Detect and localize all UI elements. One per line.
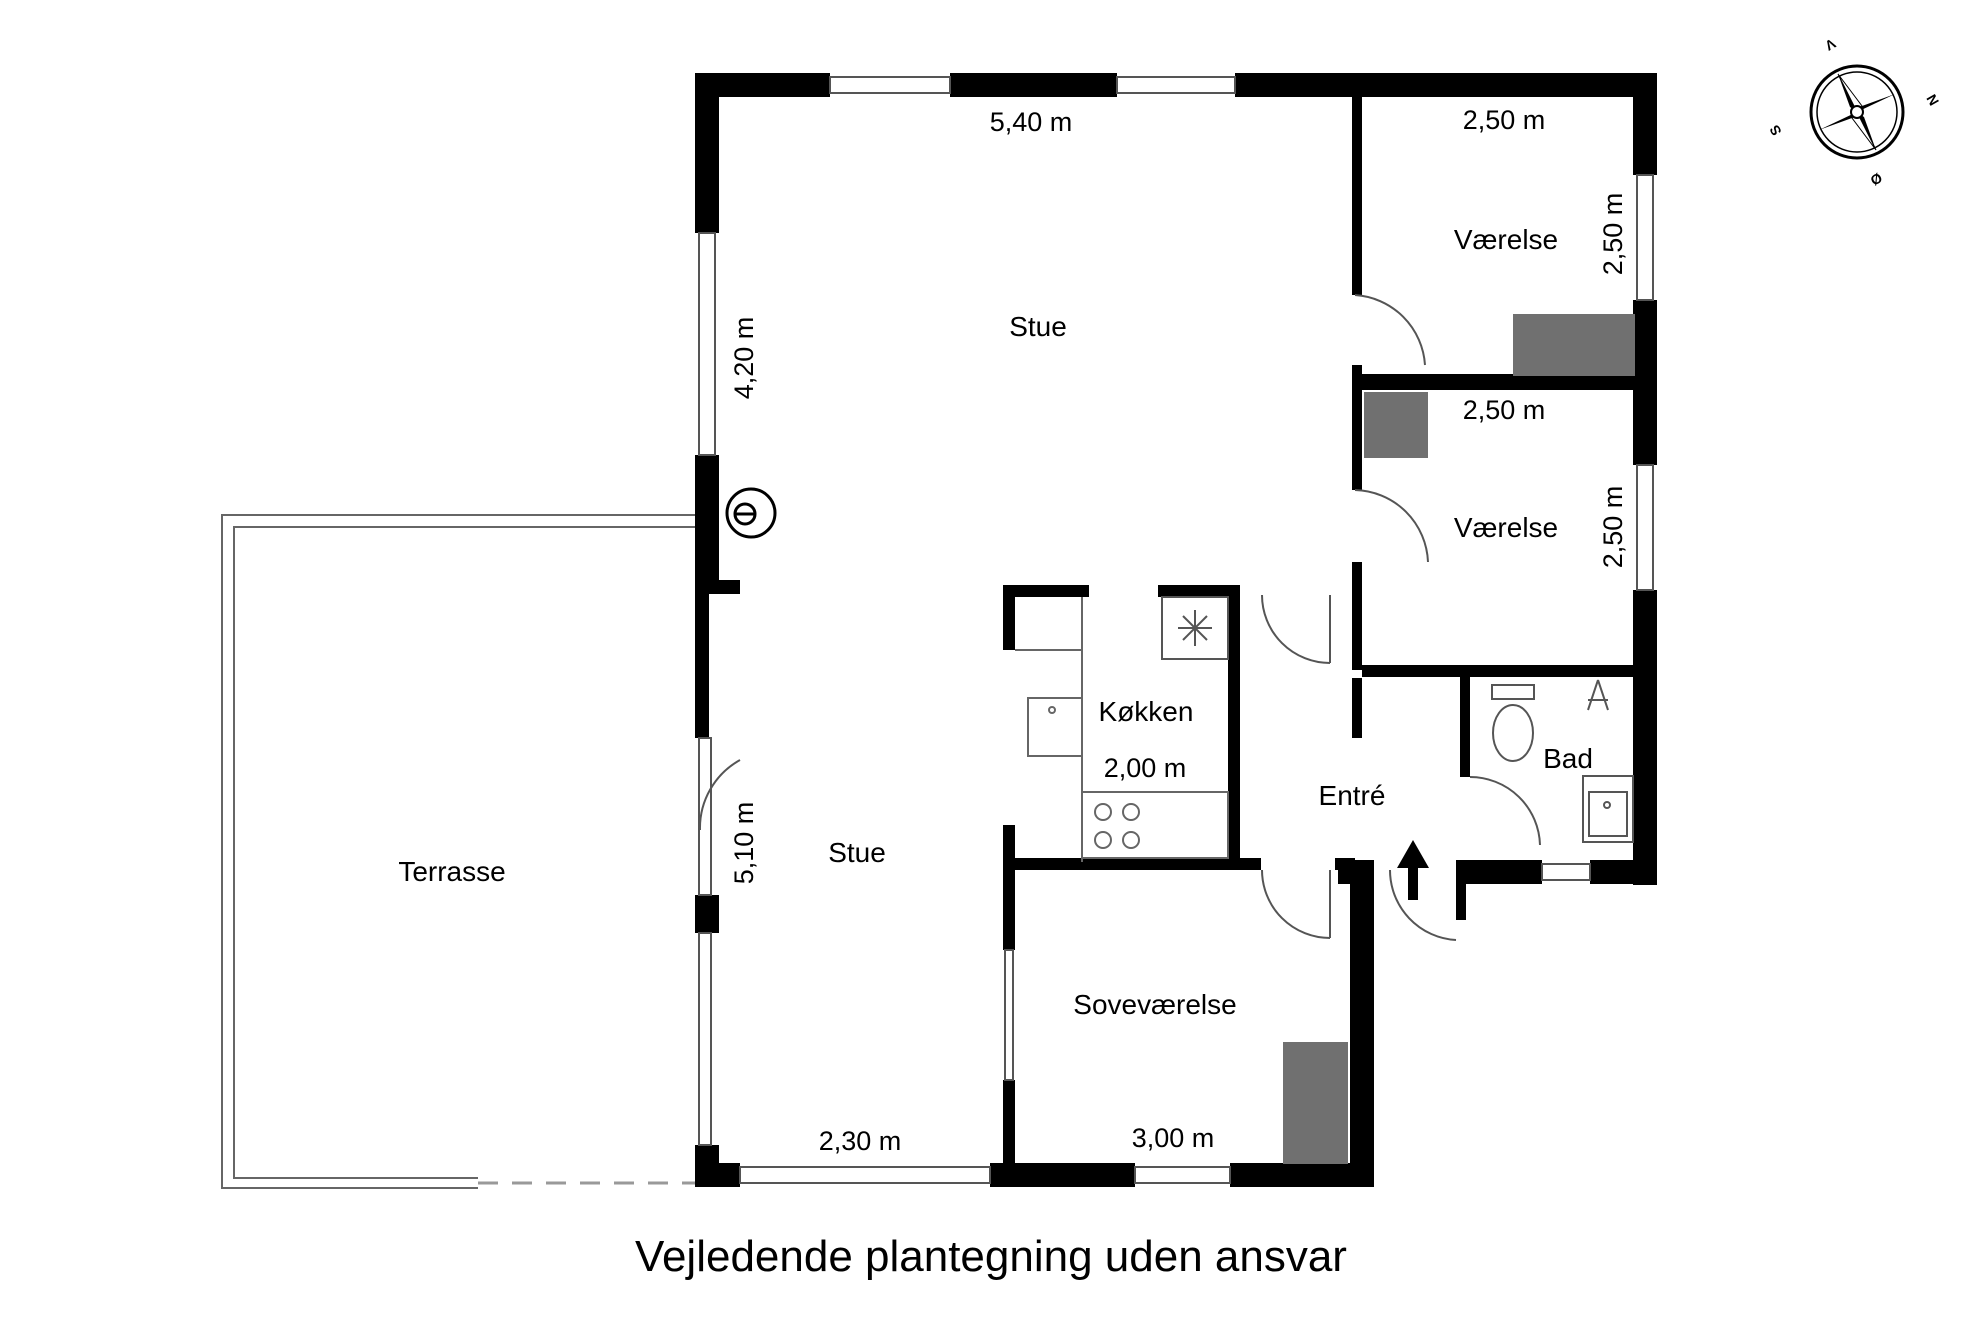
room-label-vaerelse-top: Værelse — [1454, 224, 1558, 255]
dim-vaerelse-top-width: 2,50 m — [1463, 105, 1546, 135]
compass-south: S — [1766, 122, 1785, 138]
wardrobe-top — [1513, 314, 1635, 376]
dim-vaerelse-top-height: 2,50 m — [1598, 193, 1628, 276]
dim-vaerelse-mid-width: 2,50 m — [1463, 395, 1546, 425]
windows — [698, 76, 1654, 1184]
room-label-entre: Entré — [1319, 780, 1386, 811]
dim-stue-height-upper: 4,20 m — [729, 317, 759, 400]
dimension-labels: 5,40 m 2,50 m 2,50 m 2,00 m 2,30 m 3,00 … — [729, 105, 1628, 1156]
shower-icon — [1587, 679, 1609, 711]
dim-stue-width-bottom: 2,30 m — [819, 1126, 902, 1156]
doors — [698, 294, 1541, 941]
wardrobe-bedroom — [1283, 1042, 1348, 1164]
plan-caption: Vejledende plantegning uden ansvar — [635, 1232, 1347, 1281]
room-label-terrasse: Terrasse — [398, 856, 505, 887]
furniture — [725, 314, 1635, 1164]
room-label-stue-upper: Stue — [1009, 311, 1067, 342]
freezer-icon — [1161, 596, 1229, 660]
kitchen-counter — [1015, 597, 1229, 862]
room-label-sovevaerelse: Soveværelse — [1073, 989, 1236, 1020]
toilet-icon — [1491, 684, 1535, 762]
room-labels: Stue Stue Værelse Værelse Køkken Bad Ent… — [398, 224, 1593, 1020]
dim-sovevaerelse-width: 3,00 m — [1132, 1123, 1215, 1153]
terrace-outline — [221, 514, 695, 1189]
dim-vaerelse-mid-height: 2,50 m — [1598, 486, 1628, 569]
room-label-stue-lower: Stue — [828, 837, 886, 868]
compass-east: Ø — [1868, 169, 1886, 188]
dim-stue-width-top: 5,40 m — [990, 107, 1073, 137]
compass-rose: N Ø S V — [1766, 35, 1942, 188]
entry-arrow — [1397, 840, 1429, 900]
room-label-bad: Bad — [1543, 743, 1593, 774]
compass-north: N — [1923, 92, 1942, 109]
room-label-vaerelse-mid: Værelse — [1454, 512, 1558, 543]
wardrobe-mid — [1364, 392, 1428, 458]
fireplace-icon — [725, 487, 777, 539]
dim-stue-height-lower: 5,10 m — [729, 802, 759, 885]
walls — [695, 73, 1657, 1187]
compass-west: V — [1822, 35, 1839, 54]
dim-koekken-width: 2,00 m — [1104, 753, 1187, 783]
room-label-koekken: Køkken — [1099, 696, 1194, 727]
bath-sink-icon — [1582, 775, 1634, 843]
